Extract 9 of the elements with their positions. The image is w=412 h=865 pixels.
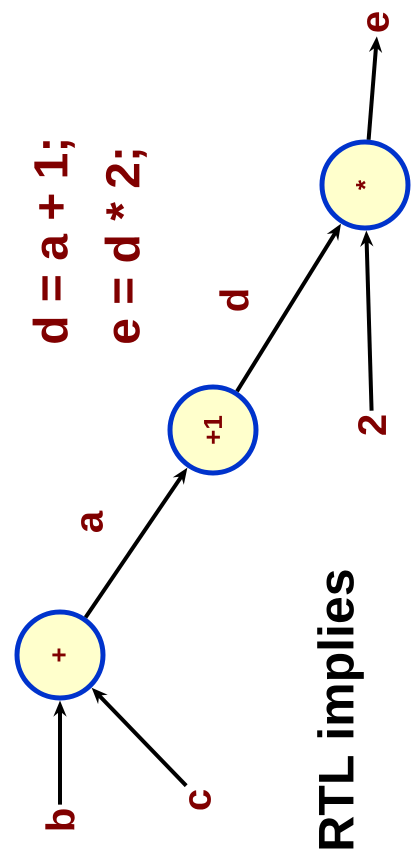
variable-label: 2 (358, 416, 386, 435)
edge-label: a (81, 510, 103, 532)
variable-label: e (367, 12, 389, 32)
variable-label: b (45, 809, 75, 830)
equation-text: e = d * 2; (104, 150, 147, 343)
caption-text: RTL implies (317, 570, 364, 848)
variable-label: c (189, 790, 211, 810)
edge-label: d (219, 290, 249, 311)
equation-text: d = a + 1; (32, 141, 75, 343)
